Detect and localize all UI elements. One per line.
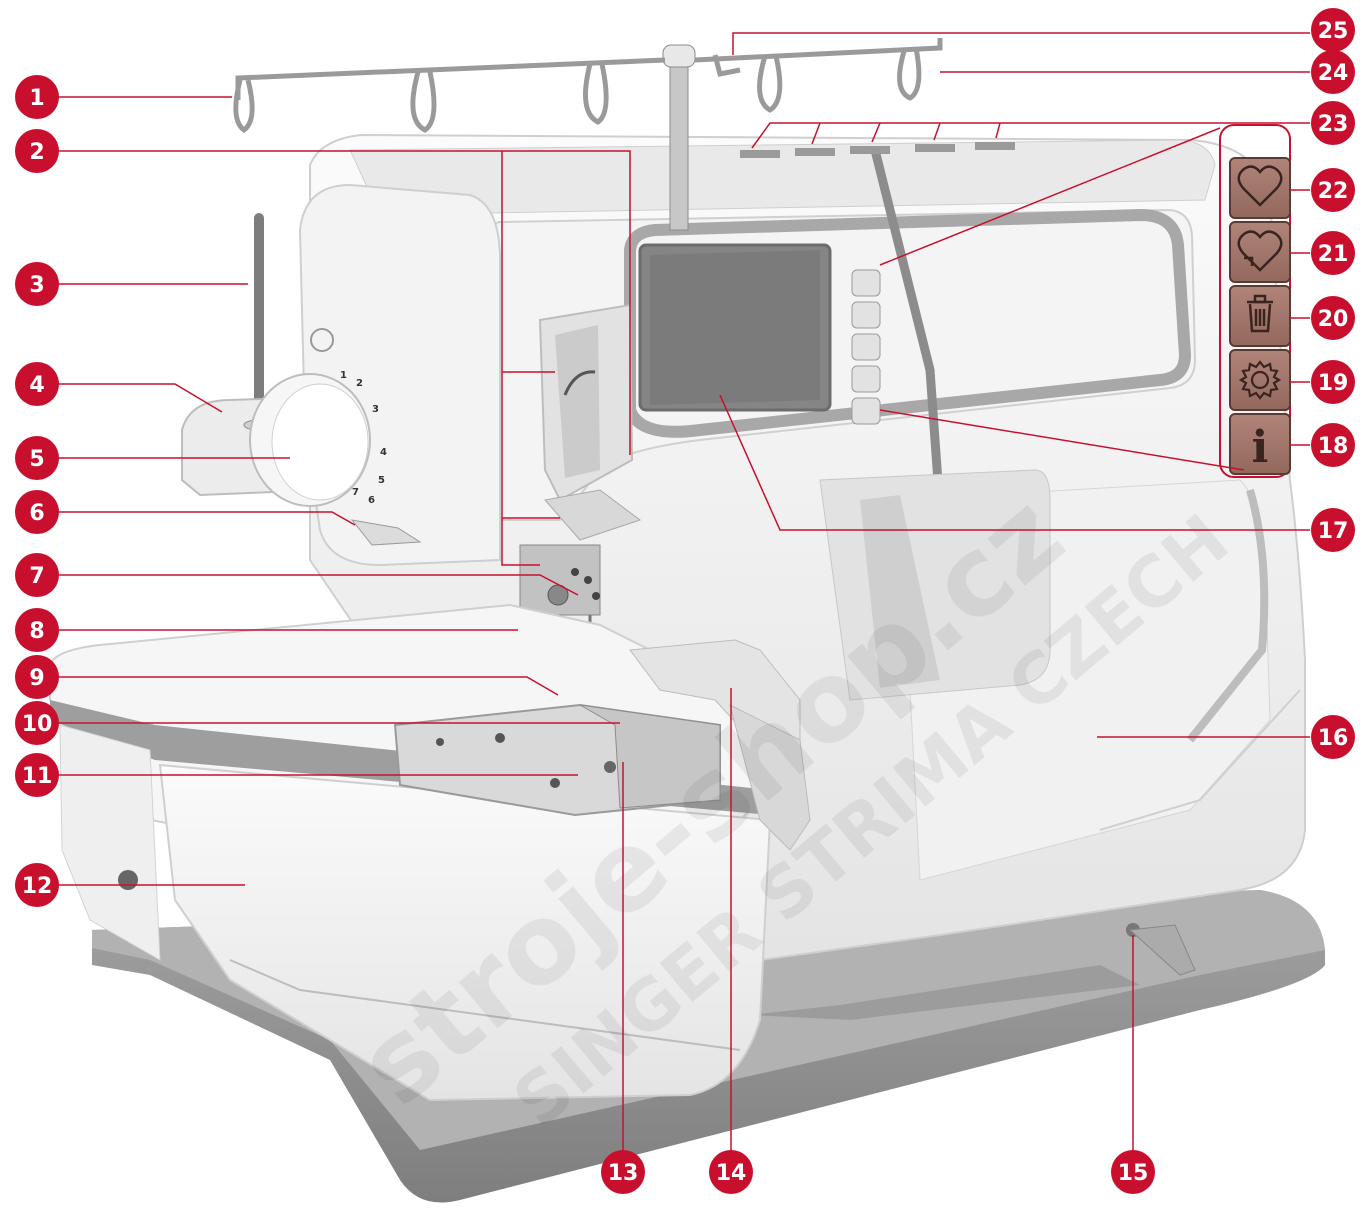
callout-15: 15 (1111, 1150, 1155, 1194)
callout-24: 24 (1311, 50, 1355, 94)
callout-5: 5 (15, 436, 59, 480)
function-button-heart[interactable] (1229, 157, 1291, 219)
screen-button-2[interactable] (851, 301, 881, 329)
svg-text:2: 2 (29, 140, 44, 165)
svg-text:12: 12 (22, 874, 53, 899)
dial-scale-5: 5 (378, 475, 385, 486)
callout-16: 16 (1311, 715, 1355, 759)
callout-14: 14 (709, 1150, 753, 1194)
function-button-heart-recall[interactable] (1229, 221, 1291, 283)
callout-21: 21 (1311, 231, 1355, 275)
svg-text:4: 4 (29, 373, 44, 398)
stitch-length-dial[interactable]: 1 2 3 4 5 6 7 (249, 370, 422, 546)
svg-text:18: 18 (1318, 434, 1349, 459)
presser-foot-lever[interactable] (350, 519, 422, 546)
callout-23: 23 (1311, 101, 1355, 145)
dial-scale-2: 2 (356, 378, 363, 389)
heart-recall-icon (1237, 230, 1283, 272)
svg-text:20: 20 (1318, 307, 1349, 332)
screen-side-buttons (851, 269, 881, 425)
callout-20: 20 (1311, 296, 1355, 340)
leader-lines (58, 32, 1310, 1170)
callout-10: 10 (15, 701, 59, 745)
callout-3: 3 (15, 262, 59, 306)
svg-text:19: 19 (1318, 371, 1349, 396)
callout-13: 13 (601, 1150, 645, 1194)
svg-text:25: 25 (1318, 19, 1349, 44)
svg-text:3: 3 (29, 273, 44, 298)
svg-text:5: 5 (29, 447, 44, 472)
thread-tension-guides (740, 142, 1015, 158)
dial-scale-6: 6 (368, 495, 375, 506)
callout-22: 22 (1311, 168, 1355, 212)
svg-text:23: 23 (1318, 112, 1349, 137)
callout-18: 18 (1311, 423, 1355, 467)
svg-text:14: 14 (716, 1161, 747, 1186)
svg-text:13: 13 (608, 1161, 639, 1186)
power-socket (1126, 923, 1196, 976)
callout-8: 8 (15, 608, 59, 652)
svg-text:17: 17 (1318, 519, 1349, 544)
callout-9: 9 (15, 655, 59, 699)
callout-4: 4 (15, 362, 59, 406)
dial-scale-4: 4 (380, 447, 387, 458)
svg-text:10: 10 (22, 712, 53, 737)
svg-text:7: 7 (29, 564, 44, 589)
svg-text:8: 8 (29, 619, 44, 644)
screen-button-3[interactable] (851, 333, 881, 361)
svg-text:24: 24 (1318, 61, 1349, 86)
svg-text:1: 1 (29, 86, 44, 111)
callout-7: 7 (15, 553, 59, 597)
heart-icon (1237, 165, 1283, 207)
callout-12: 12 (15, 863, 59, 907)
function-button-settings[interactable] (1229, 349, 1291, 411)
svg-text:6: 6 (29, 501, 44, 526)
function-button-delete[interactable] (1229, 285, 1291, 347)
callout-2: 2 (15, 129, 59, 173)
callout-11: 11 (15, 753, 59, 797)
gear-icon (1238, 360, 1282, 400)
svg-text:11: 11 (22, 764, 53, 789)
svg-text:9: 9 (29, 666, 44, 691)
thread-stand (233, 38, 943, 231)
svg-text:16: 16 (1318, 726, 1349, 751)
svg-text:15: 15 (1118, 1161, 1149, 1186)
dial-scale-1: 1 (340, 370, 347, 381)
function-button-info[interactable]: i (1229, 413, 1291, 475)
screen-button-1[interactable] (851, 269, 881, 297)
callout-19: 19 (1311, 360, 1355, 404)
dial-scale-7: 7 (352, 487, 359, 498)
callout-25: 25 (1311, 8, 1355, 52)
info-icon: i (1252, 422, 1269, 473)
callout-1: 1 (15, 75, 59, 119)
svg-text:22: 22 (1318, 179, 1349, 204)
callout-6: 6 (15, 490, 59, 534)
machine-bed (49, 603, 811, 1102)
dial-scale-3: 3 (372, 404, 379, 415)
trash-icon (1247, 294, 1273, 333)
callout-17: 17 (1311, 508, 1355, 552)
screen-button-4[interactable] (851, 365, 881, 393)
svg-text:21: 21 (1318, 242, 1349, 267)
screen-button-5[interactable] (851, 397, 881, 425)
